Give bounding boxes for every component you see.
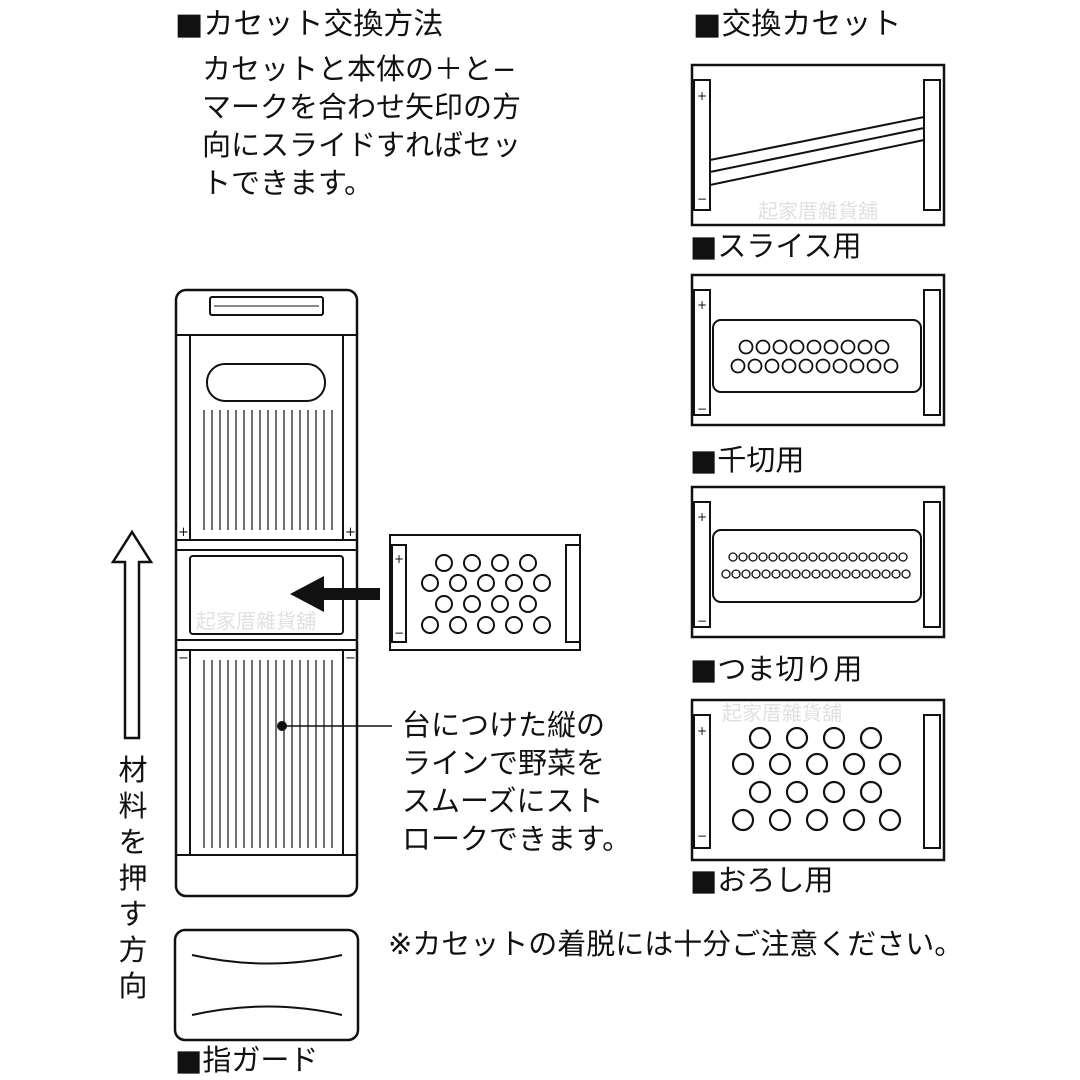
caution-text: ※カセットの着脱には十分ご注意ください。: [388, 927, 964, 961]
finger-guard: [173, 928, 360, 1042]
push-char: 料: [118, 789, 148, 823]
method-line-3: 向にスライドすればセッ: [202, 128, 522, 162]
push-direction-label: 材 料 を 押 す 方 向: [113, 752, 153, 1004]
note-line-2: ラインで野菜を: [402, 746, 606, 780]
svg-text:+: +: [697, 510, 707, 524]
method-line-1: カセットと本体の＋と−: [202, 52, 517, 86]
guide-lines-upper: [203, 410, 333, 530]
push-char: す: [118, 897, 148, 931]
cassette-tsuma: + −: [690, 485, 946, 639]
guide-lines-lower: [203, 660, 333, 848]
cassette-slot: [189, 555, 344, 635]
push-char: 押: [118, 861, 148, 895]
svg-text:−: −: [697, 829, 707, 843]
insert-arrow-icon: [290, 576, 380, 612]
svg-text:起家厝雜貨舖: 起家厝雜貨舖: [722, 701, 842, 725]
svg-text:+: +: [345, 525, 356, 540]
method-line-2: マークを合わせ矢印の方: [202, 90, 522, 124]
svg-text:+: +: [697, 724, 707, 738]
cassettes-heading: ■交換カセット: [693, 7, 902, 42]
svg-text:起家厝雜貨舖: 起家厝雜貨舖: [196, 609, 316, 633]
push-arrow-icon: [110, 529, 154, 740]
svg-text:+: +: [697, 89, 707, 103]
note-line-3: スムーズにスト: [402, 784, 604, 818]
svg-text:−: −: [697, 402, 707, 416]
body-minus-mark: −: [178, 651, 189, 666]
push-char: 向: [118, 969, 148, 1003]
note-line-4: ロークできます。: [402, 822, 632, 856]
push-char: 材: [118, 753, 148, 787]
method-line-4: トできます。: [202, 166, 374, 200]
cassette-julienne: + −: [690, 273, 946, 427]
svg-text:起家厝雜貨舖: 起家厝雜貨舖: [758, 199, 878, 223]
note-line-1: 台につけた縦の: [402, 708, 606, 742]
caption-slice: ■スライス用: [690, 229, 862, 263]
push-char: 方: [118, 933, 148, 967]
slicer-body: + + − −: [174, 288, 359, 898]
cassette-slice: + −: [690, 63, 946, 227]
handle-slot: [206, 363, 326, 402]
svg-text:+: +: [394, 552, 404, 566]
svg-text:−: −: [697, 192, 707, 206]
caption-finger-guard: ■指ガード: [175, 1043, 319, 1077]
loose-cassette: + −: [389, 534, 581, 651]
caption-julienne: ■千切用: [690, 443, 805, 477]
method-heading: ■カセット交換方法: [175, 7, 444, 42]
leader-dot: [277, 721, 287, 731]
push-char: を: [118, 825, 148, 859]
body-plus-mark: +: [178, 525, 189, 540]
svg-text:−: −: [345, 651, 356, 666]
caption-grater: ■おろし用: [690, 863, 834, 897]
cassette-grater: + −: [690, 698, 946, 862]
caption-tsuma: ■つま切り用: [690, 652, 863, 686]
svg-text:−: −: [394, 626, 404, 640]
svg-text:−: −: [697, 614, 707, 628]
svg-text:+: +: [697, 298, 707, 312]
